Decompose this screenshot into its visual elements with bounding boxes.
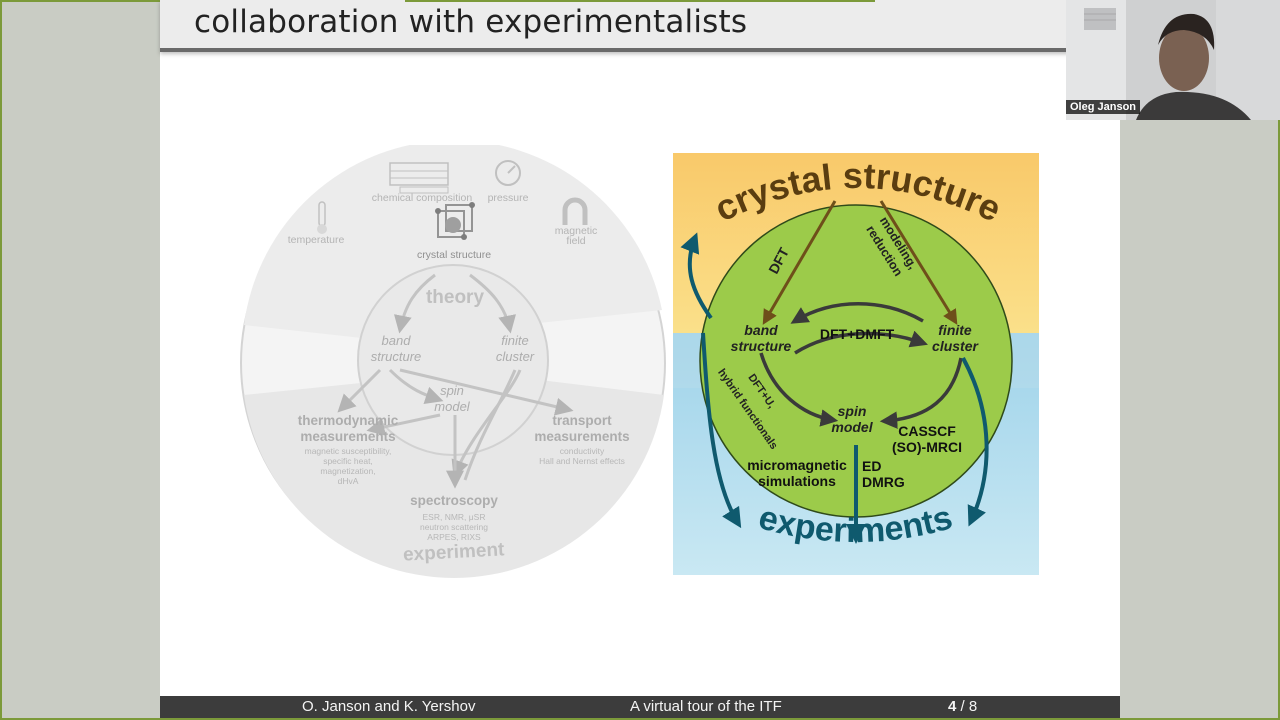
thermodynamic-detail-4: dHvA (338, 476, 359, 486)
left-band-label-1: band (382, 333, 412, 348)
magnet-icon (562, 197, 588, 225)
spectroscopy-detail-1: ESR, NMR, μSR (423, 512, 486, 522)
dmrg-label: DMRG (862, 474, 905, 490)
participant-video-feed (1066, 0, 1280, 120)
right-band-label-1: band (744, 322, 778, 338)
micromagnetic-label-1: micromagnetic (747, 457, 847, 473)
footer-page-number: 4 / 8 (948, 698, 977, 715)
casscf-label-1: CASSCF (898, 423, 956, 439)
right-diagram: crystal structure experiments DFT modeli… (673, 153, 1039, 575)
transport-label-1: transport (552, 413, 612, 428)
crystal-structure-icon (435, 202, 475, 240)
transport-detail-2: Hall and Nernst effects (539, 456, 625, 466)
left-finite-label-2: cluster (496, 349, 535, 364)
right-spin-label-1: spin (838, 403, 867, 419)
spectroscopy-detail-2: neutron scattering (420, 522, 488, 532)
pressure-gauge-icon (495, 160, 521, 186)
footer-authors: O. Janson and K. Yershov (302, 698, 476, 715)
temperature-label: temperature (288, 234, 345, 246)
magnetic-field-label-2: field (566, 235, 585, 247)
footer-talk-title: A virtual tour of the ITF (630, 698, 782, 715)
thermodynamic-detail-3: magnetization, (320, 466, 375, 476)
right-spin-label-2: model (831, 419, 873, 435)
page-total: / 8 (960, 698, 978, 715)
left-diagram: chemical composition pressure temperatur… (240, 145, 666, 578)
left-spin-label-2: model (434, 399, 471, 414)
page-current: 4 (948, 698, 957, 715)
right-band-label-2: structure (731, 338, 792, 354)
thermodynamic-detail-2: specific heat, (323, 456, 373, 466)
ed-label: ED (862, 458, 881, 474)
transport-detail-1: conductivity (560, 446, 605, 456)
title-accent-line (405, 0, 875, 2)
pressure-label: pressure (488, 192, 529, 204)
participant-name-tag: Oleg Janson (1066, 100, 1141, 114)
theory-label: theory (426, 287, 485, 308)
micromagnetic-label-2: simulations (758, 473, 836, 489)
crystal-structure-label: crystal structure (417, 249, 491, 261)
chemical-composition-label: chemical composition (372, 192, 473, 204)
spectroscopy-label: spectroscopy (410, 493, 498, 508)
presentation-slide: collaboration with experimentalists (160, 0, 1120, 718)
left-band-label-2: structure (371, 349, 422, 364)
periodic-table-icon (389, 162, 449, 194)
thermometer-icon (317, 201, 327, 234)
slide-title: collaboration with experimentalists (194, 4, 748, 40)
slide-footer: O. Janson and K. Yershov A virtual tour … (160, 696, 1120, 718)
casscf-label-2: (SO)-MRCI (892, 439, 962, 455)
participant-video[interactable]: Oleg Janson (1066, 0, 1280, 120)
left-spin-label-1: spin (440, 383, 464, 398)
right-finite-label-1: finite (938, 322, 972, 338)
magnetic-field-label-1: magnetic (555, 225, 598, 237)
thermodynamic-label-1: thermodynamic (298, 413, 399, 428)
thermodynamic-label-2: measurements (300, 429, 395, 444)
spectroscopy-detail-3: ARPES, RIXS (427, 532, 481, 542)
transport-label-2: measurements (534, 429, 629, 444)
slide-title-bar: collaboration with experimentalists (160, 0, 1120, 52)
dft-dmft-label: DFT+DMFT (820, 326, 895, 342)
left-finite-label-1: finite (501, 333, 528, 348)
thermodynamic-detail-1: magnetic susceptibility, (305, 446, 392, 456)
right-finite-label-2: cluster (932, 338, 979, 354)
